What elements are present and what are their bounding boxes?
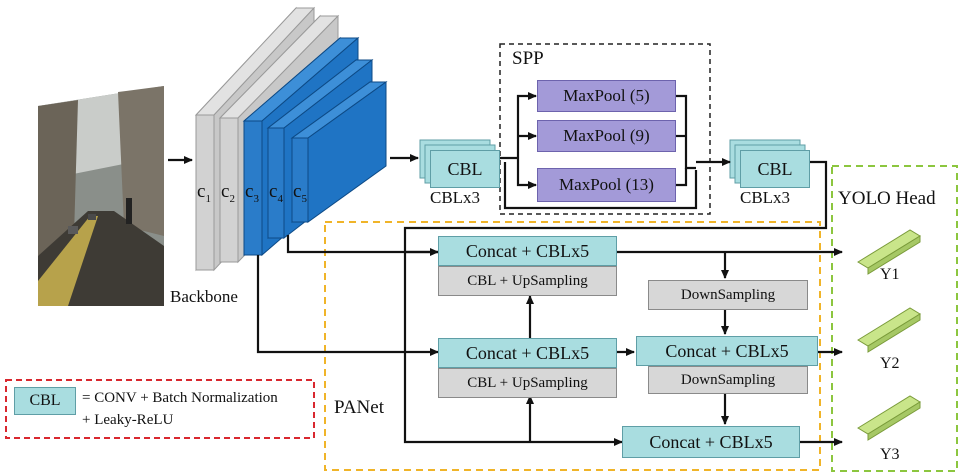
panet-region-border [324, 221, 821, 471]
concat-top-box: Concat + CBLx5 [438, 236, 617, 266]
output-y2-label: Y2 [880, 355, 900, 372]
panet-label: PANet [334, 397, 384, 418]
upsampling-top-box: CBL + UpSampling [438, 266, 617, 296]
backbone-label: Backbone [170, 287, 238, 306]
yolo-head-region-border [831, 165, 958, 472]
layer-label-c4: c4 [269, 181, 283, 205]
legend-cbl-key: CBL [14, 387, 76, 415]
spp-region-border [499, 43, 711, 215]
legend-border [5, 379, 315, 439]
upsampling-mid-box: CBL + UpSampling [438, 368, 617, 398]
yolo-head-bar-y1 [857, 229, 921, 275]
backbone-layers [194, 6, 388, 272]
layer-label-c1: c1 [197, 181, 211, 205]
yolo-head-bar-y2 [857, 307, 921, 353]
yolo-head-label: YOLO Head [838, 188, 936, 209]
layer-label-c5: c5 [293, 181, 307, 205]
maxpool-5-box: MaxPool (5) [537, 80, 676, 112]
layer-label-c3: c3 [245, 181, 259, 205]
maxpool-9-box: MaxPool (9) [537, 120, 676, 152]
connectors [168, 92, 843, 446]
street-photo [38, 86, 164, 306]
input-image [38, 86, 164, 306]
cbl-left-box: CBL [430, 150, 500, 188]
output-y1-label: Y1 [880, 266, 900, 283]
downsampling-mid-box: DownSampling [648, 366, 808, 394]
downsampling-top-box: DownSampling [648, 280, 808, 310]
output-y3-label: Y3 [880, 446, 900, 463]
cbl-right-box: CBL [740, 150, 810, 188]
cbl-left-sub-label: CBLx3 [430, 188, 481, 207]
concat-bottom-box: Concat + CBLx5 [622, 426, 800, 458]
legend-line-2: + Leaky-ReLU [82, 412, 174, 428]
yolo-head-bar-y3 [857, 395, 921, 441]
cbl-right-sub-label: CBLx3 [740, 188, 791, 207]
legend-line-1: = CONV + Batch Normalization [82, 390, 278, 406]
maxpool-13-box: MaxPool (13) [537, 168, 676, 202]
spp-label: SPP [512, 48, 544, 69]
concat-mid-left-box: Concat + CBLx5 [438, 338, 617, 368]
concat-mid-right-box: Concat + CBLx5 [636, 336, 818, 366]
layer-label-c2: c2 [221, 181, 235, 205]
